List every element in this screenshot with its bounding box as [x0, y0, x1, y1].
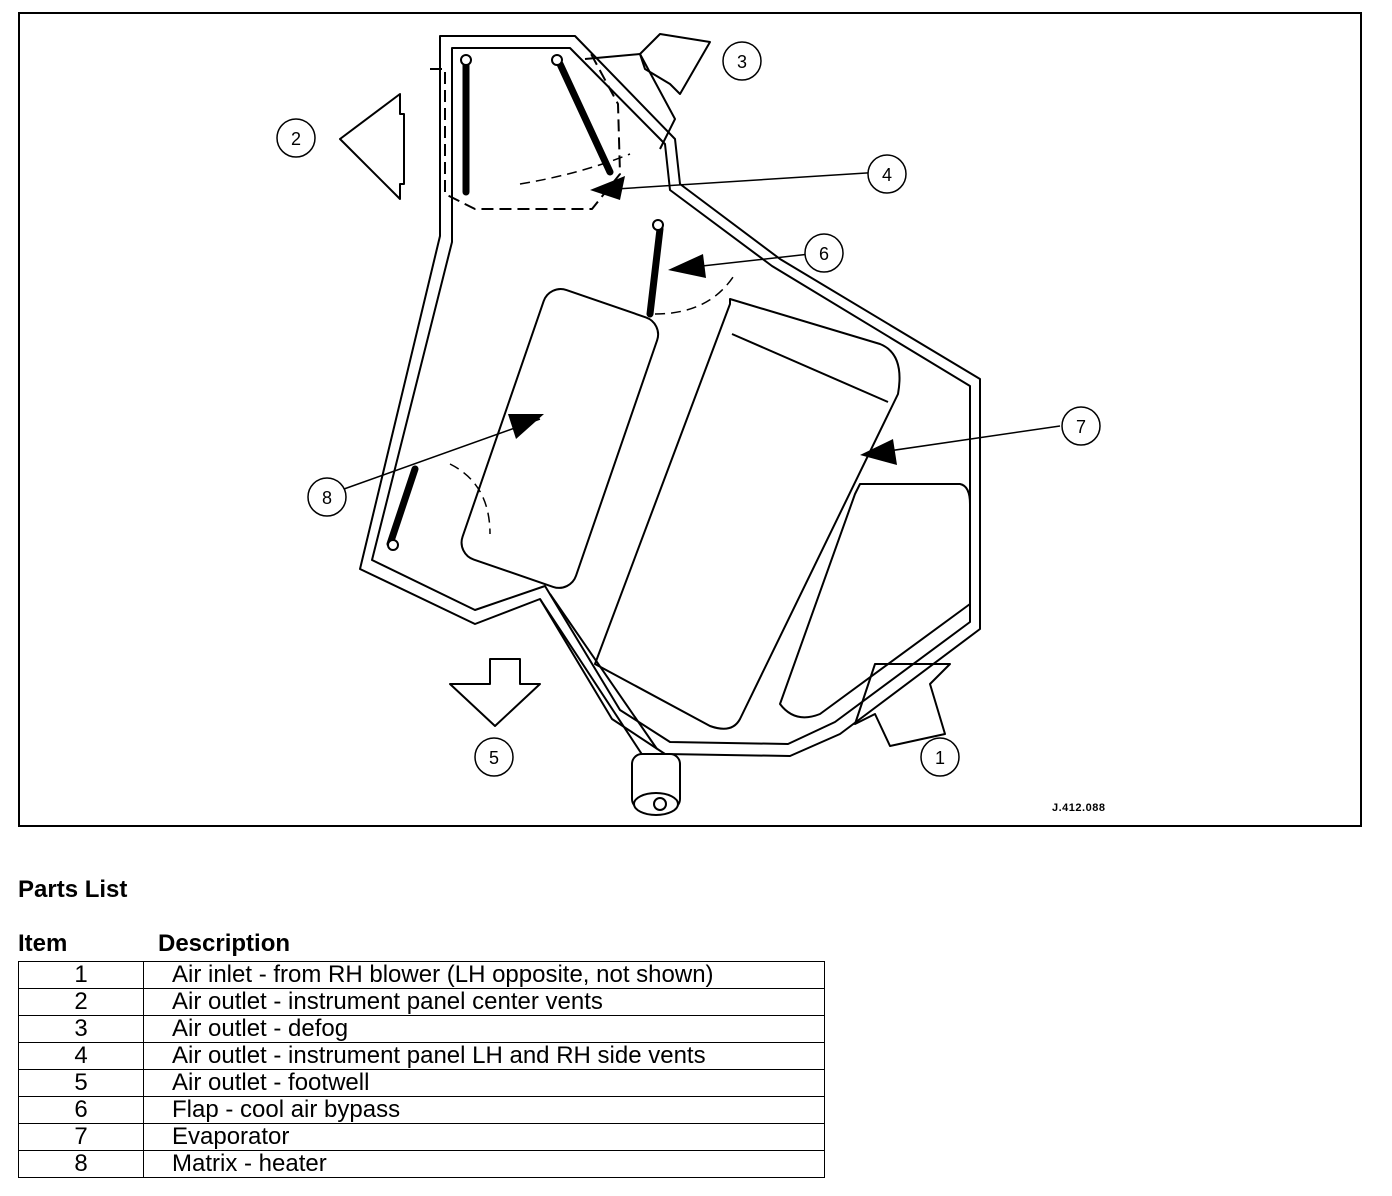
outlet-arrow-3 [639, 33, 711, 95]
flap-cool-air-bypass [646, 225, 664, 318]
item-description: Matrix - heater [143, 1150, 825, 1178]
flap-lower [386, 465, 419, 548]
table-row: 8 Matrix - heater [18, 1150, 825, 1178]
inlet-arrow-1 [854, 663, 951, 747]
parts-list-title: Parts List [18, 876, 128, 903]
item-description: Air inlet - from RH blower (LH opposite,… [143, 961, 825, 989]
column-header-description: Description [158, 930, 291, 957]
item-number: 2 [18, 988, 144, 1016]
table-row: 5 Air outlet - footwell [18, 1069, 825, 1097]
housing-outline [359, 35, 981, 757]
table-row: 4 Air outlet - instrument panel LH and R… [18, 1042, 825, 1070]
table-row: 1 Air inlet - from RH blower (LH opposit… [18, 961, 825, 989]
callout-label-8: 8 [322, 488, 332, 508]
parts-list-table: 1 Air inlet - from RH blower (LH opposit… [18, 961, 825, 1178]
heater-matrix [460, 288, 660, 589]
callout-label-2: 2 [291, 129, 301, 149]
diagram-frame: 1 2 3 4 5 6 7 8 J.412.088 [18, 12, 1362, 827]
flap-upper-right [556, 60, 614, 176]
item-number: 7 [18, 1123, 144, 1151]
item-number: 1 [18, 961, 144, 989]
item-number: 8 [18, 1150, 144, 1178]
inlet-duct [779, 483, 971, 719]
item-description: Evaporator [143, 1123, 825, 1151]
item-description: Flap - cool air bypass [143, 1096, 825, 1124]
callout-label-1: 1 [935, 748, 945, 768]
callout-label-3: 3 [737, 52, 747, 72]
evaporator [594, 298, 901, 730]
item-description: Air outlet - instrument panel LH and RH … [143, 1042, 825, 1070]
callout-label-6: 6 [819, 244, 829, 264]
hvac-unit-drawing: 1 2 3 4 5 6 7 8 [276, 33, 1101, 816]
outlet-arrow-2 [339, 93, 405, 200]
table-row: 3 Air outlet - defog [18, 1015, 825, 1043]
column-header-item: Item [18, 930, 68, 957]
table-row: 2 Air outlet - instrument panel center v… [18, 988, 825, 1016]
item-number: 5 [18, 1069, 144, 1097]
item-number: 4 [18, 1042, 144, 1070]
table-row: 6 Flap - cool air bypass [18, 1096, 825, 1124]
item-number: 6 [18, 1096, 144, 1124]
drawing-reference-code: J.412.088 [1052, 802, 1106, 814]
outlet-arrow-5 [449, 658, 541, 727]
table-row: 7 Evaporator [18, 1123, 825, 1151]
item-description: Air outlet - footwell [143, 1069, 825, 1097]
item-description: Air outlet - instrument panel center ven… [143, 988, 825, 1016]
callout-label-5: 5 [489, 748, 499, 768]
callout-label-7: 7 [1076, 417, 1086, 437]
item-description: Air outlet - defog [143, 1015, 825, 1043]
item-number: 3 [18, 1015, 144, 1043]
callout-label-4: 4 [882, 165, 892, 185]
housing-inner-outline [371, 47, 971, 745]
